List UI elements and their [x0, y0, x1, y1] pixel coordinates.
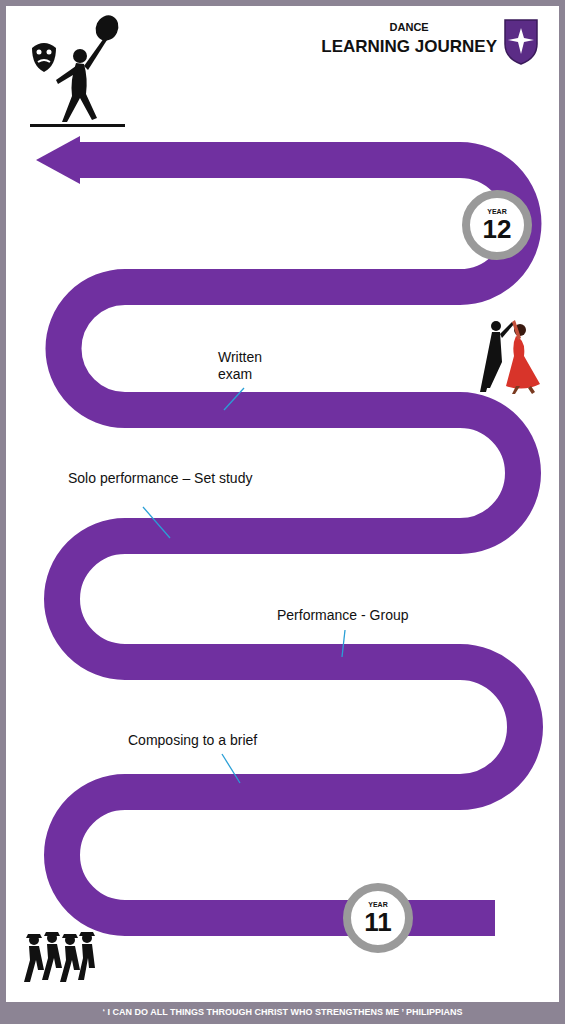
leader-lines: [143, 388, 345, 783]
year-number: 12: [483, 216, 512, 243]
journey-road: [62, 160, 525, 918]
stage-label: Written exam: [218, 349, 280, 383]
page-frame: [3, 3, 562, 1021]
footer-quote: ‘ I CAN DO ALL THINGS THROUGH CHRIST WHO…: [102, 1007, 462, 1018]
group-dancers-icon: [24, 932, 95, 982]
year-circle: YEAR12: [462, 190, 532, 260]
stage-label: Solo performance – Set study: [68, 470, 252, 487]
page-heading: LEARNING JOURNEY: [321, 37, 497, 57]
road-arrowhead: [36, 136, 80, 184]
couple-dancers-icon: [480, 320, 540, 394]
year-number: 11: [364, 909, 392, 936]
stage-label: Composing to a brief: [128, 732, 257, 749]
year-caption: YEAR: [487, 208, 506, 216]
school-crest: [505, 20, 537, 64]
page-title: DANCE: [390, 21, 429, 34]
dancer-icon: [30, 12, 125, 127]
year-circle: YEAR11: [343, 883, 413, 953]
footer-bar: [0, 1002, 565, 1024]
stage-label: Performance - Group: [277, 607, 409, 624]
year-caption: YEAR: [368, 901, 387, 909]
